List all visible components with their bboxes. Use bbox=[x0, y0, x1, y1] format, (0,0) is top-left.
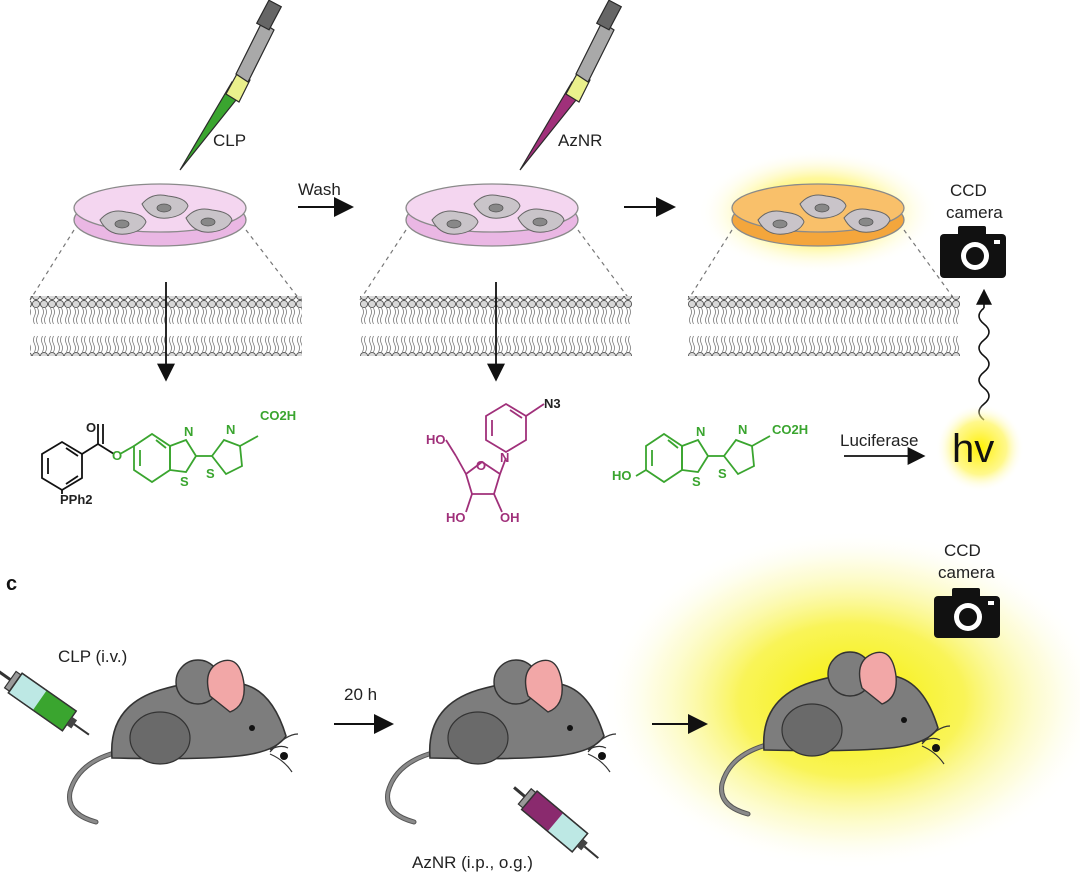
camera-bottom-icon bbox=[934, 588, 1000, 638]
clp-n1: N bbox=[184, 424, 193, 439]
pipette-aznr-icon bbox=[519, 0, 623, 171]
clp-structure bbox=[41, 424, 259, 494]
hv-label: hv bbox=[952, 427, 994, 471]
aznr-label: AzNR bbox=[558, 131, 602, 150]
luciferin-s1: S bbox=[692, 474, 701, 489]
ccd-bottom-line2: camera bbox=[938, 563, 995, 582]
ccd-top-line1: CCD bbox=[950, 181, 987, 200]
aznr-n-plus: N bbox=[500, 450, 509, 465]
photon-wave bbox=[978, 307, 990, 421]
clp-o-ester: O bbox=[112, 448, 122, 463]
aznr-ho-bottom: HO bbox=[446, 510, 466, 525]
petri-dish-1 bbox=[73, 183, 247, 247]
wash-label: Wash bbox=[298, 180, 341, 199]
clp-s2: S bbox=[206, 466, 215, 481]
clp-s1: S bbox=[180, 474, 189, 489]
ccd-top-line2: camera bbox=[946, 203, 1003, 222]
pipette-clp-icon bbox=[179, 0, 283, 171]
aznr-ho-top: HO bbox=[426, 432, 446, 447]
petri-dish-3 bbox=[731, 183, 905, 247]
mouse-1-icon bbox=[67, 659, 299, 825]
clp-o-carbonyl: O bbox=[86, 420, 96, 435]
membrane-3 bbox=[688, 296, 960, 356]
luciferin-structure bbox=[635, 432, 771, 484]
ccd-bottom-line1: CCD bbox=[944, 541, 981, 560]
camera-top-icon bbox=[940, 226, 1006, 278]
luciferin-n2: N bbox=[738, 422, 747, 437]
luciferin-co2h: CO2H bbox=[772, 422, 808, 437]
aznr-n3: N3 bbox=[544, 396, 561, 411]
syringe-clp-icon bbox=[0, 670, 90, 736]
hv-glow bbox=[936, 404, 1024, 492]
clp-co2h: CO2H bbox=[260, 408, 296, 423]
mouse-3-icon bbox=[719, 651, 951, 817]
time-20h-label: 20 h bbox=[344, 685, 377, 704]
clp-label: CLP bbox=[213, 131, 246, 150]
luciferin-n1: N bbox=[696, 424, 705, 439]
clp-pph2: PPh2 bbox=[60, 492, 93, 507]
petri-dish-2 bbox=[405, 183, 579, 247]
mouse-2-icon bbox=[385, 659, 617, 825]
aznr-oh-bottom: OH bbox=[500, 510, 520, 525]
aznr-ring-o: O bbox=[476, 458, 486, 473]
luciferin-ho: HO bbox=[612, 468, 632, 483]
luciferin-s2: S bbox=[718, 466, 727, 481]
aznr-route-label: AzNR (i.p., o.g.) bbox=[412, 853, 533, 872]
panel-label-c: c bbox=[6, 573, 17, 595]
aznr-structure bbox=[445, 402, 545, 513]
syringe-aznr-icon bbox=[513, 786, 599, 859]
luciferase-label: Luciferase bbox=[840, 431, 918, 450]
clp-n2: N bbox=[226, 422, 235, 437]
clp-iv-label: CLP (i.v.) bbox=[58, 647, 127, 666]
